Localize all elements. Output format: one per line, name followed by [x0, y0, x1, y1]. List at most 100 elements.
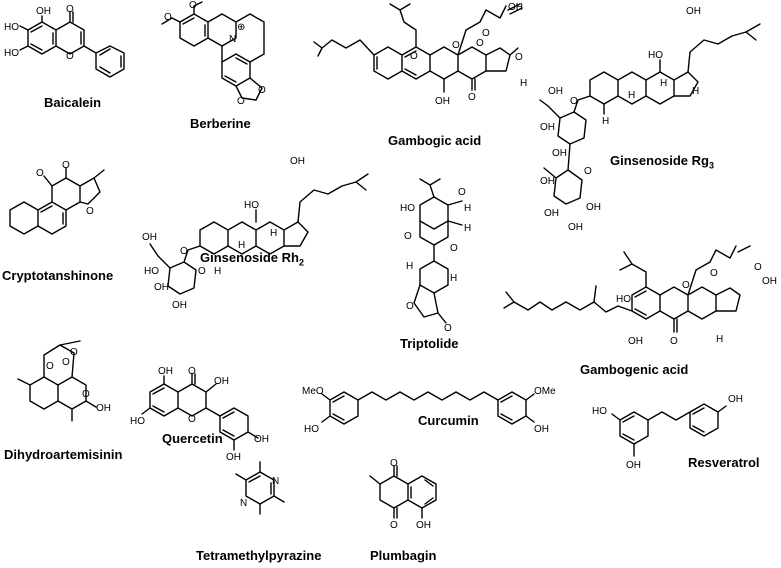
gambogic-acid-o-2: O	[410, 51, 418, 62]
pyrazine-n-1: N	[272, 476, 279, 487]
rg3-h-3: H	[602, 116, 609, 127]
curcumin-structure: MeO OMe HO OH	[302, 386, 556, 435]
quercetin-oh-2: OH	[214, 376, 229, 387]
crypto-o-1: O	[36, 168, 44, 179]
rh2-ho: HO	[244, 200, 259, 211]
berberine-label: Berberine	[190, 116, 251, 131]
gambogic-acid-label: Gambogic acid	[388, 133, 482, 148]
rg3-oh-4: OH	[540, 176, 555, 187]
cryptotanshinone-structure: O O O	[9, 160, 105, 235]
gambogic-acid-h: H	[520, 78, 527, 89]
gambogenic-oh-acid: OH	[762, 276, 777, 287]
ginsenoside-rh2-label: Ginsenoside Rh2	[200, 250, 304, 268]
gambogic-acid-o-5: O	[482, 28, 490, 39]
dha-o-1: O	[70, 347, 78, 358]
quercetin-ho: HO	[130, 416, 145, 427]
triptolide-structure: HO O O O O O H H H H	[400, 178, 471, 334]
dha-o-3: O	[62, 357, 70, 368]
rg3-oh-7: OH	[586, 202, 601, 213]
rg3-oh-5: OH	[544, 208, 559, 219]
gambogenic-acid-label: Gambogenic acid	[580, 362, 689, 377]
curcumin-oh: OH	[534, 424, 549, 435]
curcumin-ome: OMe	[534, 386, 556, 397]
ginsenoside-rg3-structure: OH HO H H H H O OH OH OH OH OH OH OH O	[539, 6, 761, 233]
rh2-h-3: H	[214, 266, 221, 277]
baicalein-label: Baicalein	[44, 95, 102, 110]
rh2-oh-1: OH	[142, 232, 157, 243]
ginsenoside-rh2-structure: OH HO H H H O O OH OH OH HO	[142, 156, 369, 311]
dha-o-4: O	[82, 389, 90, 400]
rg3-oh-3: OH	[552, 148, 567, 159]
triptolide-o-1: O	[458, 187, 466, 198]
rh2-oh-2: OH	[154, 282, 169, 293]
crypto-o-2: O	[62, 160, 70, 171]
quercetin-oh-4: OH	[226, 452, 241, 463]
berberine-o-2: O	[164, 12, 172, 23]
rg3-oh-1: OH	[548, 86, 563, 97]
cryptotanshinone-label: Cryptotanshinone	[2, 268, 114, 283]
baicalein-ring-o: O	[66, 51, 74, 62]
triptolide-o-4: O	[406, 301, 414, 312]
rg3-ho: HO	[648, 50, 663, 61]
rh2-oh-3: OH	[172, 300, 187, 311]
triptolide-h-1: H	[464, 203, 471, 214]
berberine-o-3: O	[258, 85, 266, 96]
berberine-o-4: O	[237, 96, 245, 107]
gambogic-acid-structure: OH O O O O O OH O H	[313, 2, 527, 107]
rg3-oh-2: OH	[540, 122, 555, 133]
triptolide-o-2: O	[404, 231, 412, 242]
gambogenic-h: H	[716, 334, 723, 345]
gambogenic-o-2: O	[710, 268, 718, 279]
quercetin-oh-3: OH	[254, 434, 269, 445]
baicalein-keto-o: O	[66, 4, 74, 15]
crypto-o-3: O	[86, 206, 94, 217]
gambogenic-ho: HO	[616, 294, 631, 305]
triptolide-h-4: H	[450, 273, 457, 284]
baicalein-ho-2: HO	[4, 48, 19, 59]
quercetin-structure: OH O OH HO O OH OH	[130, 366, 269, 463]
triptolide-h-3: H	[406, 261, 413, 272]
baicalein-oh: OH	[36, 6, 51, 17]
quercetin-ring-o: O	[188, 414, 196, 425]
plumbagin-label: Plumbagin	[370, 548, 437, 563]
curcumin-ho: HO	[304, 424, 319, 435]
triptolide-o-3: O	[450, 243, 458, 254]
gambogenic-keto: O	[670, 336, 678, 347]
rg3-o-2: O	[584, 166, 592, 177]
rg3-h-1: H	[660, 78, 667, 89]
dha-oh: OH	[96, 403, 111, 414]
pyrazine-n-2: N	[240, 498, 247, 509]
rh2-h-1: H	[270, 228, 277, 239]
rg3-h-2: H	[628, 90, 635, 101]
curcumin-meo: MeO	[302, 386, 324, 397]
gambogenic-acid-structure: HO OH O O O OH O H	[503, 245, 777, 347]
quercetin-label: Quercetin	[162, 431, 223, 446]
plumbagin-o-2: O	[390, 520, 398, 531]
resveratrol-oh-2: OH	[626, 460, 641, 471]
berberine-structure: O O N ⊕ O O	[161, 0, 266, 107]
baicalein-structure: OH HO HO O O	[4, 4, 125, 78]
rh2-o-sugar: O	[198, 266, 206, 277]
rg3-oh-6: OH	[568, 222, 583, 233]
triptolide-ho: HO	[400, 203, 415, 214]
gambogic-acid-o-1: O	[515, 52, 523, 63]
gambogenic-o-1: O	[682, 280, 690, 291]
rh2-h-2: H	[238, 240, 245, 251]
rg3-oh-top: OH	[686, 6, 701, 17]
rh2-oh-top: OH	[290, 156, 305, 167]
rh2-ho-2: HO	[144, 266, 159, 277]
resveratrol-oh-1: OH	[728, 394, 743, 405]
resveratrol-label: Resveratrol	[688, 455, 760, 470]
resveratrol-ho: HO	[592, 406, 607, 417]
rg3-o-1: O	[570, 96, 578, 107]
dihydroartemisinin-label: Dihydroartemisinin	[4, 447, 123, 462]
ginsenoside-rg3-label: Ginsenoside Rg3	[610, 153, 714, 171]
berberine-o-1: O	[189, 0, 197, 11]
plumbagin-oh: OH	[416, 520, 431, 531]
tetramethylpyrazine-structure: N N	[235, 461, 285, 515]
resveratrol-structure: OH HO OH	[592, 394, 743, 471]
gambogic-acid-keto: O	[468, 92, 476, 103]
dihydroartemisinin-structure: O O O O OH	[17, 340, 111, 422]
triptolide-o-5: O	[444, 323, 452, 334]
berberine-n: N	[229, 34, 236, 45]
